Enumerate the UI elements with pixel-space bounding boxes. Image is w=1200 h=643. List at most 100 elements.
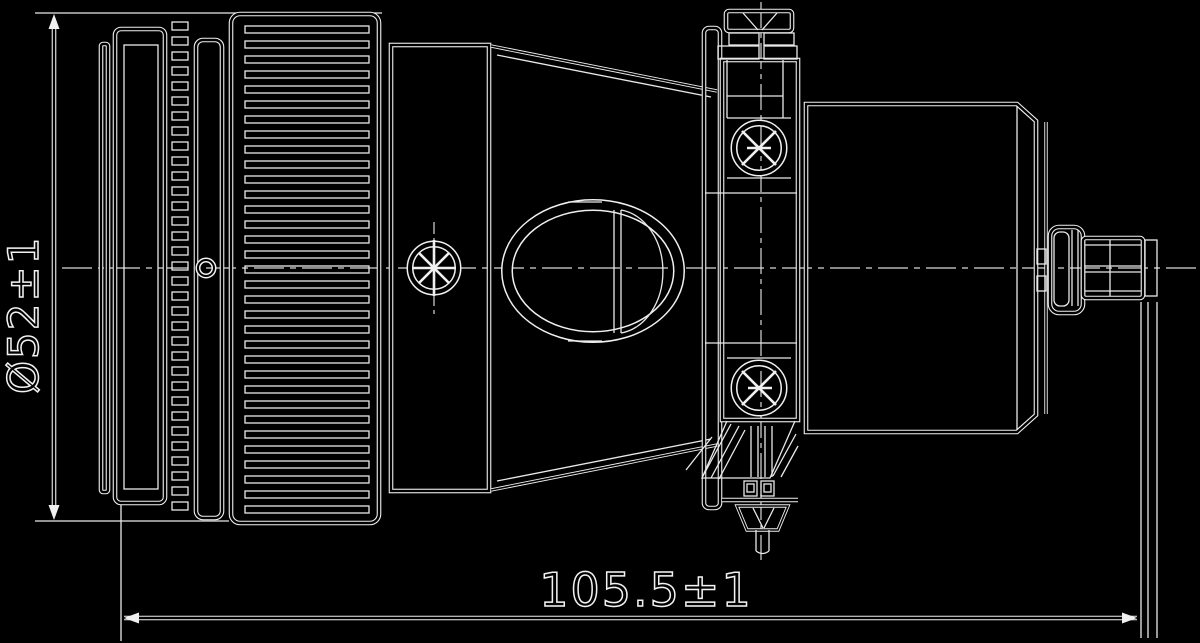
- rib-line: [244, 265, 370, 274]
- rib-line: [244, 415, 370, 424]
- arrowhead-up: [48, 14, 60, 29]
- arrowhead-left: [124, 612, 139, 624]
- saddle-block-mark: [763, 483, 772, 493]
- grommet-vertical-lines: [613, 210, 622, 333]
- screw-cross-lower: [741, 370, 777, 406]
- cable-clamp: [685, 11, 799, 555]
- grommet-tangent-ticks: [568, 201, 602, 342]
- rib-line: [171, 246, 189, 256]
- saddle-slot: [750, 426, 773, 477]
- rib-line: [171, 216, 189, 226]
- cone-inner-line-top: [496, 54, 712, 98]
- saddle-outline: [701, 420, 796, 479]
- rear-cable-fitting: [1050, 227, 1158, 313]
- rib-line: [171, 201, 189, 211]
- rib-line: [244, 220, 370, 229]
- rib-line: [171, 156, 189, 166]
- rib-line: [244, 115, 370, 124]
- rib-line: [171, 396, 189, 406]
- rib-line: [171, 51, 189, 61]
- rib-line: [171, 96, 189, 106]
- serrated-ring: [171, 21, 189, 511]
- rib-line: [244, 175, 370, 184]
- rib-line: [171, 81, 189, 91]
- rear-shell-cylinder: [806, 104, 1048, 432]
- rib-line: [244, 205, 370, 214]
- rib-line: [244, 85, 370, 94]
- rib-line: [171, 231, 189, 241]
- hatch-right: [772, 433, 799, 478]
- clamp-screw-head-lower: [734, 363, 784, 413]
- rib-line: [171, 66, 189, 76]
- rib-line: [171, 441, 189, 451]
- rib-line: [244, 490, 370, 499]
- rib-line: [244, 325, 370, 334]
- grommet-d-arc: [620, 209, 664, 334]
- rib-line: [244, 355, 370, 364]
- fitting-groove: [1071, 230, 1079, 306]
- rib-line: [171, 111, 189, 121]
- rib-line: [244, 235, 370, 244]
- rib-line: [171, 276, 189, 286]
- cable-entry-grommet: [507, 202, 679, 341]
- dimension-diameter: Ø52±1: [0, 12, 382, 522]
- side-screw-head: [410, 240, 458, 296]
- rib-line: [171, 486, 189, 496]
- screw-slot-v-top: [742, 12, 778, 31]
- rib-line: [171, 171, 189, 181]
- hatch-left: [685, 423, 746, 480]
- washer: [728, 32, 760, 46]
- rib-line: [244, 340, 370, 349]
- rib-line: [244, 25, 370, 34]
- dim-diameter-label: Ø52±1: [0, 236, 48, 394]
- rib-line: [244, 505, 370, 514]
- rib-line: [171, 321, 189, 331]
- screw-tip: [755, 530, 770, 555]
- clamp-plate: [717, 45, 760, 60]
- rib-line: [171, 351, 189, 361]
- screw-cross-upper: [741, 130, 777, 166]
- rib-line: [171, 381, 189, 391]
- rib-line: [244, 100, 370, 109]
- saddle-block: [743, 480, 758, 497]
- knurl-ribs: [244, 25, 370, 514]
- rib-line: [171, 411, 189, 421]
- rib-line: [244, 310, 370, 319]
- front-flange-assembly: [101, 21, 222, 518]
- rib-line: [244, 280, 370, 289]
- rib-line: [244, 70, 370, 79]
- saddle-block: [760, 480, 775, 497]
- rib-line: [171, 456, 189, 466]
- rib-line: [171, 501, 189, 511]
- knurled-coupling-ring: [231, 14, 379, 523]
- cone-inner-line-bottom: [496, 438, 712, 482]
- rib-line: [244, 460, 370, 469]
- rib-line: [244, 295, 370, 304]
- end-disc: [1144, 239, 1158, 297]
- body-division-bottom: [705, 342, 797, 359]
- rib-line: [244, 160, 370, 169]
- rib-line: [171, 471, 189, 481]
- rib-line: [244, 400, 370, 409]
- clamp-screw-top: [717, 11, 798, 118]
- rib-line: [244, 430, 370, 439]
- rib-line: [244, 475, 370, 484]
- clamp-plate: [763, 45, 798, 60]
- rib-line: [244, 130, 370, 139]
- arrowhead-right: [1122, 612, 1137, 624]
- rib-line: [244, 370, 370, 379]
- rib-line: [171, 186, 189, 196]
- rib-line: [171, 291, 189, 301]
- dimension-length: 105.5±1: [120, 302, 1158, 641]
- body-division-top: [705, 117, 797, 194]
- clamp-screw-head-upper: [734, 123, 784, 173]
- clamp-neck: [726, 60, 784, 118]
- rib-line: [244, 145, 370, 154]
- rib-line: [171, 261, 189, 271]
- rib-line: [171, 426, 189, 436]
- shell-body: [391, 45, 719, 491]
- rib-line: [171, 21, 189, 31]
- rib-line: [244, 55, 370, 64]
- rib-line: [244, 190, 370, 199]
